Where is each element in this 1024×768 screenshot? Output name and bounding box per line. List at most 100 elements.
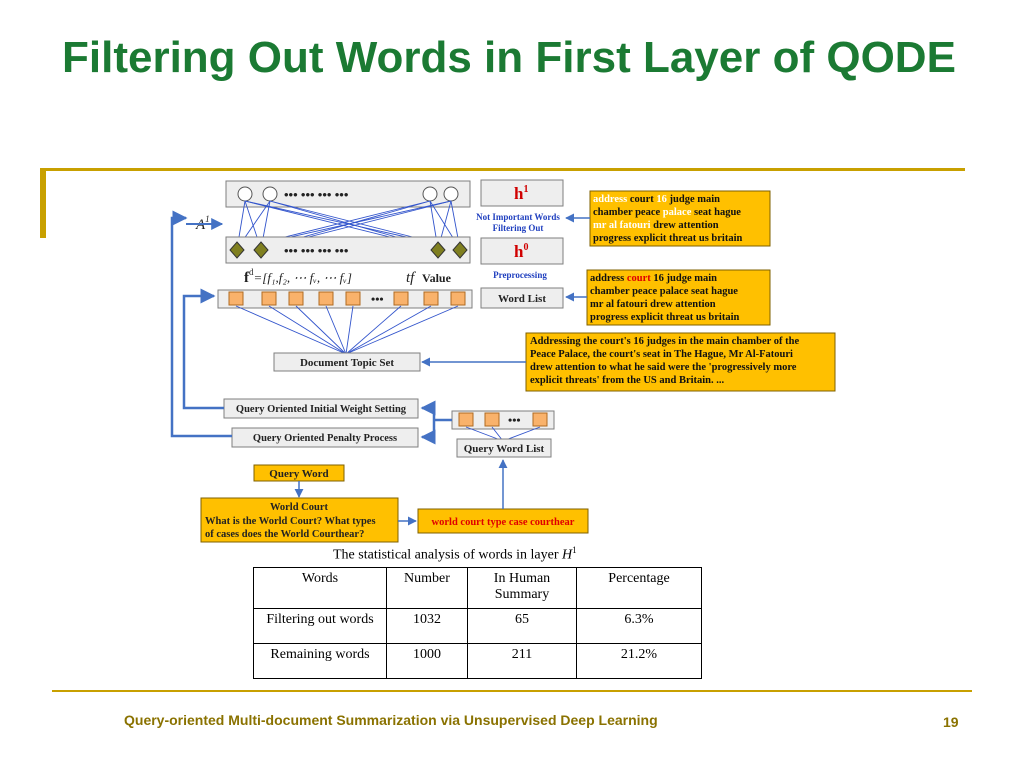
svg-text:h0: h0 <box>514 242 528 261</box>
h1-sup: 1 <box>523 184 528 195</box>
table-row: Filtering out words 1032 65 6.3% <box>253 608 702 644</box>
word-list-text: address court 16 judge main chamber peace… <box>590 273 739 323</box>
slide-title: Filtering Out Words in First Layer of QO… <box>62 33 956 82</box>
page-number: 19 <box>943 714 959 730</box>
text-segment: drew attention <box>651 220 719 231</box>
text-segment: progress explicit threat us britain <box>593 233 742 244</box>
feedback-arrows <box>170 210 232 438</box>
text-line: address court 16 judge main <box>590 273 717 284</box>
not-important-label-2: Filtering Out <box>493 223 544 233</box>
document-text-line: Peace Palace, the court's seat in The Ha… <box>530 349 793 360</box>
document-text-box <box>525 332 836 392</box>
filtered-words-box <box>589 190 771 247</box>
text-segment: address <box>590 273 627 284</box>
query-terms-label: world court type case courthear <box>432 517 575 528</box>
text-segment: mr al fatouri <box>593 220 651 231</box>
table-header-row: Words Number In Human Summary Percentage <box>253 567 702 609</box>
text-line: mr al fatouri drew attention <box>593 220 719 231</box>
world-court-question-2: of cases does the World Courthear? <box>205 529 364 540</box>
document-text-line: drew attention to what he said were the … <box>530 362 797 373</box>
text-segment: seat hague <box>691 207 741 218</box>
h0-sup: 0 <box>523 242 528 253</box>
word-list-label: Word List <box>498 293 546 305</box>
preprocessing-label: Preprocessing <box>493 270 547 280</box>
text-line: address court 16 judge main <box>593 194 720 205</box>
qode-diagram: ••• ••• ••• ••• ••• ••• ••• ••• h1 Not I… <box>170 179 836 543</box>
world-court-question-1: What is the World Court? What types <box>205 516 376 527</box>
text-segment: chamber peace palace seat hague <box>590 286 738 297</box>
table-cell: 65 <box>467 608 577 644</box>
world-court-title: World Court <box>270 502 329 513</box>
text-segment: mr al fatouri drew attention <box>590 299 716 310</box>
title-side-bar <box>40 168 46 238</box>
query-bracket-arrows <box>420 400 452 445</box>
penalty-process-box <box>231 427 419 448</box>
text-segment: palace <box>663 207 692 218</box>
text-segment: address <box>593 194 627 205</box>
query-terms-box <box>417 508 589 534</box>
query-nodes <box>458 412 548 427</box>
table-cell: Filtering out words <box>253 608 387 644</box>
table-header-cell: Number <box>386 567 468 609</box>
text-segment: progress explicit threat us britain <box>590 312 739 323</box>
footer-text: Query-oriented Multi-document Summarizat… <box>124 712 658 728</box>
h0-label-box <box>480 237 564 265</box>
h1-dots: ••• ••• ••• ••• <box>284 187 349 202</box>
svg-text:fd=[f₁,f₂, ⋯ fᵥ, ⋯ fᵥ]: fd=[f₁,f₂, ⋯ fᵥ, ⋯ fᵥ] <box>244 267 352 286</box>
svg-text:h1: h1 <box>514 184 528 203</box>
text-line: progress explicit threat us britain <box>593 233 742 244</box>
a-sup: 1 <box>205 214 210 224</box>
document-topic-set-label: Document Topic Set <box>300 357 394 369</box>
word-list-text-box <box>586 269 771 326</box>
document-text-line: Addressing the court's 16 judges in the … <box>530 336 799 347</box>
footer-rule <box>52 690 972 692</box>
world-court-box <box>200 497 399 543</box>
document-topic-set-box <box>273 352 421 372</box>
weight-setting-label: Query Oriented Initial Weight Setting <box>236 404 407 415</box>
query-nodes-dots: ••• <box>508 413 521 427</box>
feature-sup: d <box>249 267 254 277</box>
tf-label: tf <box>406 270 416 286</box>
text-line: chamber peace palace seat hague <box>593 207 741 218</box>
table-header-cell: Percentage <box>576 567 702 609</box>
h1-label: h <box>514 184 524 203</box>
table-caption: The statistical analysis of words in lay… <box>333 545 577 564</box>
table-cell: 211 <box>467 643 577 679</box>
feature-label: f <box>244 270 250 286</box>
text-segment: judge main <box>667 194 720 205</box>
table-cell: Remaining words <box>253 643 387 679</box>
h0-dots: ••• ••• ••• ••• <box>284 243 349 258</box>
word-stats-table: Words Number In Human Summary Percentage… <box>253 567 702 679</box>
table-cell: 1032 <box>386 608 468 644</box>
h1-label-box <box>480 179 564 207</box>
table-header-cell: In Human Summary <box>467 567 577 609</box>
table-caption-var: H <box>562 547 573 563</box>
table-cell: 6.3% <box>576 608 702 644</box>
h0-nodes <box>229 241 468 259</box>
text-segment: court <box>627 194 656 205</box>
text-line: mr al fatouri drew attention <box>590 299 716 310</box>
h0-label: h <box>514 242 524 261</box>
table-caption-text: The statistical analysis of words in lay… <box>333 547 559 563</box>
table-cell: 1000 <box>386 643 468 679</box>
query-word-list-box <box>456 438 552 458</box>
document-text: Addressing the court's 16 judges in the … <box>530 336 799 386</box>
text-line: progress explicit threat us britain <box>590 312 739 323</box>
title-underline <box>40 168 965 171</box>
table-header-cell: Words <box>253 567 387 609</box>
not-important-label-1: Not Important Words <box>476 212 560 222</box>
word-topic-connections <box>235 305 459 355</box>
value-label: Value <box>422 271 452 285</box>
query-word-list-label: Query Word List <box>464 443 545 455</box>
table-caption-sup: 1 <box>572 545 577 555</box>
table-row: Remaining words 1000 211 21.2% <box>253 643 702 679</box>
text-segment: court <box>627 273 651 284</box>
feature-equation: =[f₁,f₂, ⋯ fᵥ, ⋯ fᵥ] <box>254 270 352 285</box>
text-segment: 16 judge main <box>651 273 717 284</box>
text-line: chamber peace palace seat hague <box>590 286 738 297</box>
text-segment: chamber peace <box>593 207 663 218</box>
word-list-dots: ••• <box>371 292 384 306</box>
filtered-words-text: address court 16 judge main chamber peace… <box>593 194 742 244</box>
word-list-label-box <box>480 287 564 309</box>
document-text-line: explicit threats' from the US and Britai… <box>530 375 725 386</box>
